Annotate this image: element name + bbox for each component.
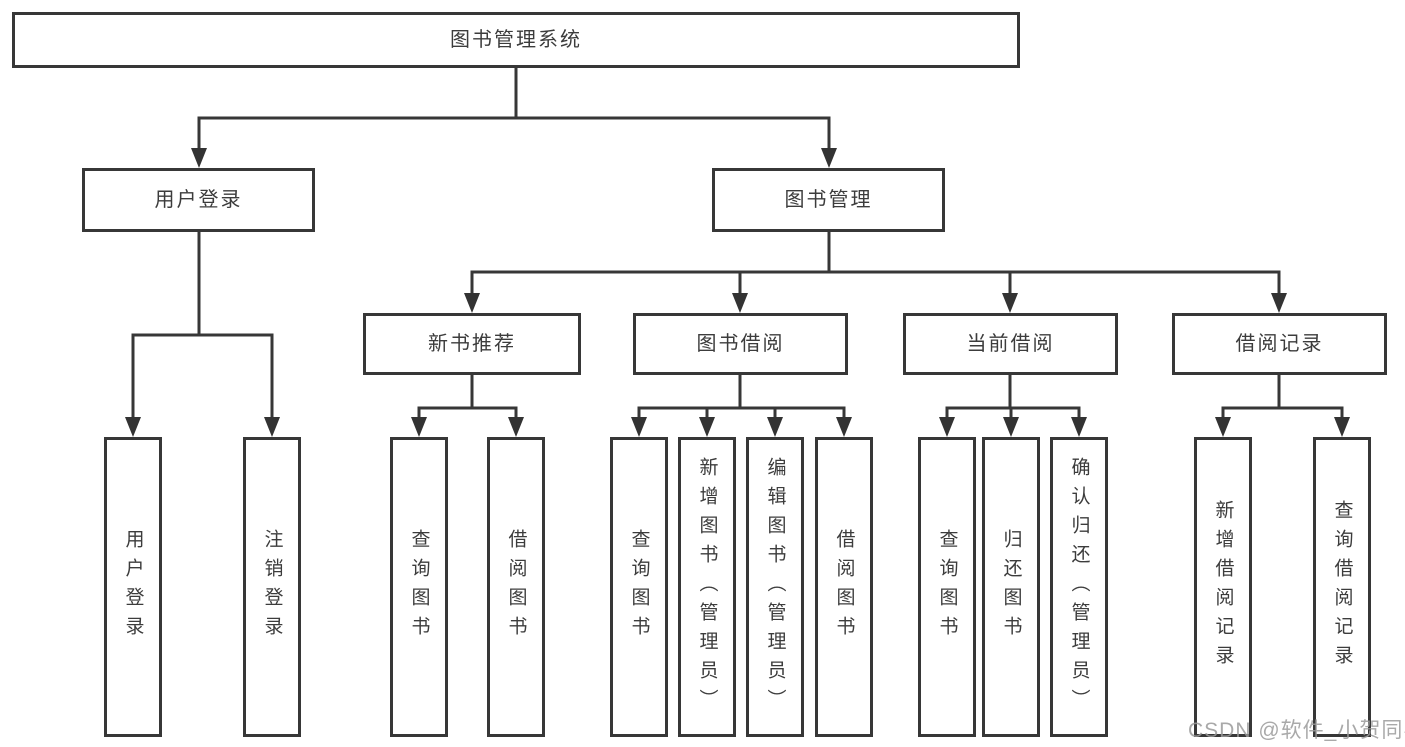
leaf-query-borrow-record: 查询借阅记录 — [1313, 437, 1371, 737]
connector-newbook-to-leaves — [417, 375, 518, 419]
leaf-edit-books-admin: 编辑图书（管理员） — [746, 437, 804, 737]
leaf-add-borrow-record: 新增借阅记录 — [1194, 437, 1252, 737]
connector-login-to-leaves — [131, 232, 274, 419]
node-book-management: 图书管理 — [712, 168, 945, 232]
connector-root-to-level2 — [197, 68, 831, 150]
leaf-user-login: 用户登录 — [104, 437, 162, 737]
watermark: CSDN @软件_小贺同学 — [1188, 719, 1405, 742]
leaf-borrow-books: 借阅图书 — [815, 437, 873, 737]
leaf-return-books: 归还图书 — [982, 437, 1040, 737]
node-root: 图书管理系统 — [12, 12, 1020, 68]
connector-current-to-leaves — [945, 375, 1081, 419]
node-new-book-recommend: 新书推荐 — [363, 313, 581, 375]
leaf-query-books-borrow: 查询图书 — [610, 437, 668, 737]
leaf-query-books-recommend: 查询图书 — [390, 437, 448, 737]
node-borrow-records: 借阅记录 — [1172, 313, 1387, 375]
leaf-logout: 注销登录 — [243, 437, 301, 737]
node-book-borrow: 图书借阅 — [633, 313, 848, 375]
leaf-query-books-current: 查询图书 — [918, 437, 976, 737]
leaf-borrow-books-recommend: 借阅图书 — [487, 437, 545, 737]
connector-books-to-level3 — [470, 232, 1281, 295]
node-user-login: 用户登录 — [82, 168, 315, 232]
leaf-add-books-admin: 新增图书（管理员） — [678, 437, 736, 737]
connector-borrow-to-leaves — [637, 375, 846, 419]
node-current-borrow: 当前借阅 — [903, 313, 1118, 375]
connector-records-to-leaves — [1221, 375, 1344, 419]
leaf-confirm-return-admin: 确认归还（管理员） — [1050, 437, 1108, 737]
